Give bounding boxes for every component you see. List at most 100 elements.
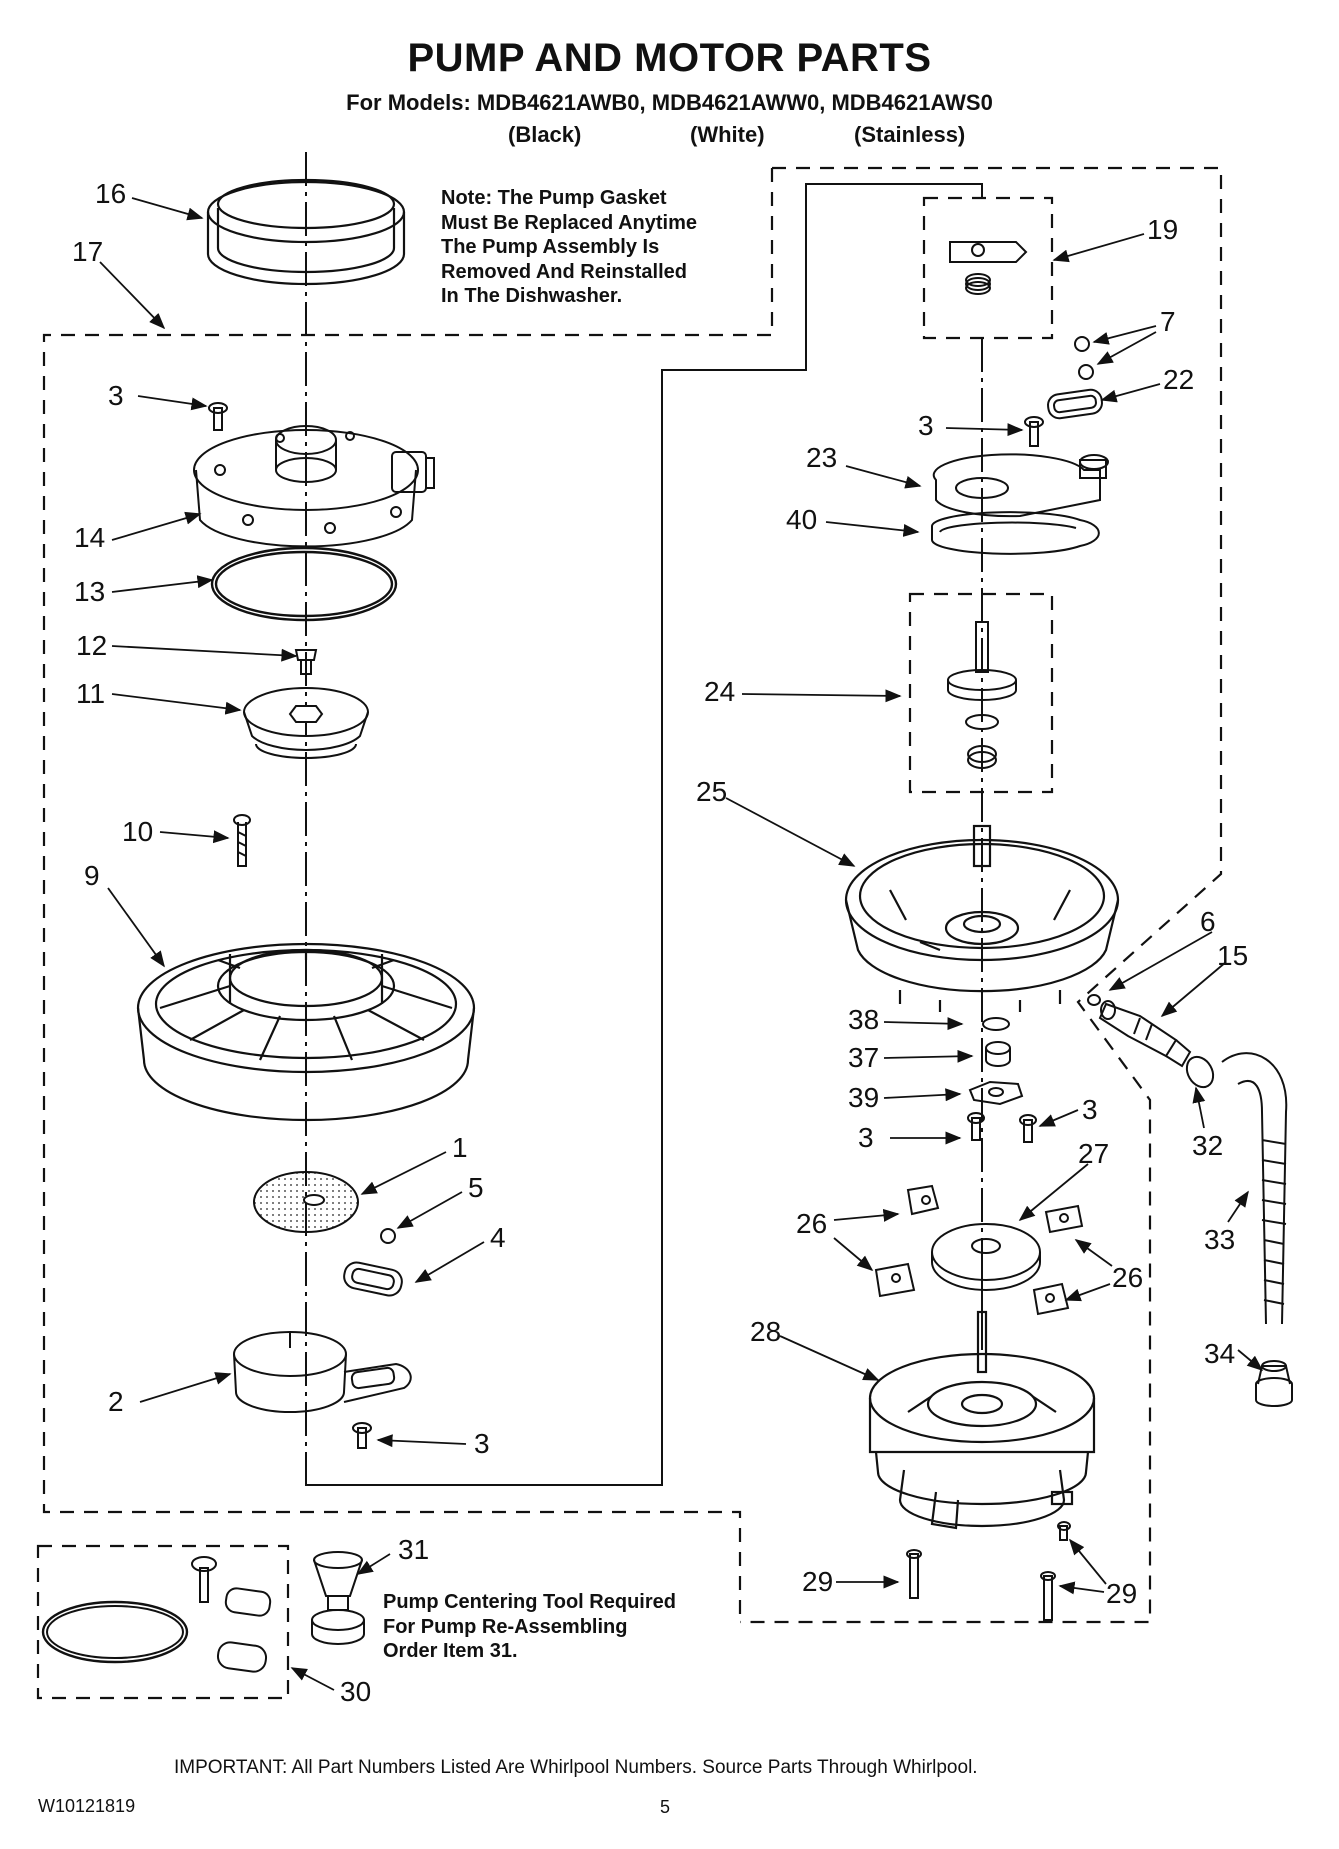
note-tool-line-2: For Pump Re-Assembling	[383, 1615, 628, 1638]
part-14-pump-housing	[193, 425, 435, 548]
part-11-impeller	[243, 687, 369, 759]
page-title: PUMP AND MOTOR PARTS	[407, 36, 932, 80]
callout-9: 9	[84, 860, 100, 891]
callout-22: 22	[1163, 364, 1195, 395]
callout-40: 40	[786, 504, 818, 535]
note-gasket-line-5: In The Dishwasher.	[441, 285, 623, 307]
part-1-fine-screen	[253, 1171, 359, 1233]
callout-12: 12	[76, 630, 108, 661]
assembly-boundaries	[36, 166, 1223, 1700]
callout-27: 27	[1078, 1138, 1110, 1169]
note-pump-gasket: Note: The Pump Gasket Must Be Replaced A…	[441, 186, 697, 309]
part-32-clamp	[1185, 1055, 1215, 1089]
note-centering-tool: Pump Centering Tool Required For Pump Re…	[383, 1590, 676, 1664]
part-23-housing	[932, 453, 1109, 518]
part-40-gasket	[931, 511, 1100, 555]
variant-white: (White)	[690, 122, 765, 147]
part-34-cap	[1255, 1360, 1293, 1407]
part-30-kit	[41, 1556, 272, 1673]
part-4-seal	[343, 1261, 403, 1297]
callout-7: 7	[1160, 306, 1176, 337]
callout-5: 5	[468, 1172, 484, 1203]
callout-4: 4	[490, 1222, 506, 1253]
note-gasket-line-2: Must Be Replaced Anytime	[441, 211, 697, 234]
callout-2: 2	[108, 1386, 124, 1417]
callout-3-right-b: 3	[858, 1122, 874, 1153]
callout-3-right-screw: 3	[918, 410, 934, 441]
part-16-pump-gasket	[206, 178, 406, 286]
part-3-screw-top-left	[208, 402, 228, 431]
part-12-bolt	[294, 649, 318, 675]
callout-10: 10	[122, 816, 154, 847]
callout-3-right-a: 3	[1082, 1094, 1098, 1125]
callout-17: 17	[72, 236, 104, 267]
callout-38: 38	[848, 1004, 880, 1035]
part-19-spring-clip	[949, 241, 1028, 295]
note-gasket-line-4: Removed And Reinstalled	[441, 260, 687, 283]
part-29-screws	[906, 1521, 1071, 1621]
callout-1: 1	[452, 1132, 468, 1163]
part-19-box	[922, 196, 1054, 340]
callout-25: 25	[696, 776, 728, 807]
callout-11: 11	[76, 678, 106, 709]
part-10-long-screw	[233, 814, 251, 867]
part-39-plate	[968, 1080, 1024, 1106]
note-tool-line-3: Order Item 31.	[383, 1640, 518, 1662]
leader-arrows	[99, 197, 1264, 1691]
callout-29-left: 29	[802, 1566, 834, 1597]
part-3-screw-bottom-left	[352, 1422, 372, 1449]
callout-32: 32	[1192, 1130, 1224, 1161]
callout-29-right: 29	[1106, 1578, 1138, 1609]
part-26-clips	[874, 1184, 1084, 1316]
part-13-o-ring	[210, 546, 398, 622]
part-9-filter-ring	[136, 942, 476, 1122]
part-30-box	[36, 1544, 290, 1700]
part-24-shaft-assembly	[947, 621, 1017, 769]
callout-23: 23	[806, 442, 838, 473]
callout-34: 34	[1204, 1338, 1236, 1369]
part-27-motor-mount	[931, 1223, 1041, 1291]
callout-3-top-screw: 3	[108, 380, 124, 411]
important-notice: IMPORTANT: All Part Numbers Listed Are W…	[174, 1757, 978, 1778]
callout-3-bottom-screw: 3	[474, 1428, 490, 1459]
right-assembly-box	[740, 166, 1223, 1624]
page-number: 5	[660, 1797, 671, 1817]
part-15-fitting	[1098, 1000, 1192, 1068]
callout-19: 19	[1147, 214, 1179, 245]
callout-31: 31	[398, 1534, 430, 1565]
part-38-ring	[982, 1017, 1010, 1031]
callout-14: 14	[74, 522, 106, 553]
part-3-screws-pair	[967, 1112, 1037, 1143]
callout-6: 6	[1200, 906, 1216, 937]
part-25-pump-housing	[844, 824, 1120, 1012]
note-gasket-line-1: Note: The Pump Gasket	[441, 187, 667, 209]
callout-37: 37	[848, 1042, 880, 1073]
doc-number: W10121819	[38, 1796, 136, 1816]
part-31-centering-tool	[311, 1551, 365, 1645]
part-22-seal	[1047, 388, 1103, 420]
assembly-axis-lines	[305, 152, 983, 1486]
models-line: For Models: MDB4621AWB0, MDB4621AWW0, MD…	[346, 90, 993, 115]
callout-13: 13	[74, 576, 106, 607]
callout-28: 28	[750, 1316, 782, 1347]
part-28-motor	[868, 1310, 1096, 1530]
part-2-pump-base	[233, 1331, 412, 1413]
callout-33: 33	[1204, 1224, 1236, 1255]
part-33-drain-hose	[1221, 1052, 1288, 1325]
variant-black: (Black)	[508, 122, 582, 147]
part-37-seal	[985, 1041, 1011, 1067]
note-tool-line-1: Pump Centering Tool Required	[383, 1591, 676, 1613]
part-6-o-ring	[1087, 994, 1101, 1006]
part-7-balls	[1074, 336, 1094, 380]
note-gasket-line-3: The Pump Assembly Is	[441, 236, 660, 258]
callout-30: 30	[340, 1676, 372, 1707]
callout-26-left: 26	[796, 1208, 828, 1239]
callout-26-right: 26	[1112, 1262, 1144, 1293]
callout-39: 39	[848, 1082, 880, 1113]
part-3-screw-right-top	[1024, 416, 1044, 447]
callout-24: 24	[704, 676, 736, 707]
part-5-check-ball	[380, 1228, 396, 1244]
callout-16: 16	[95, 178, 127, 209]
left-assembly-box	[42, 168, 774, 1622]
